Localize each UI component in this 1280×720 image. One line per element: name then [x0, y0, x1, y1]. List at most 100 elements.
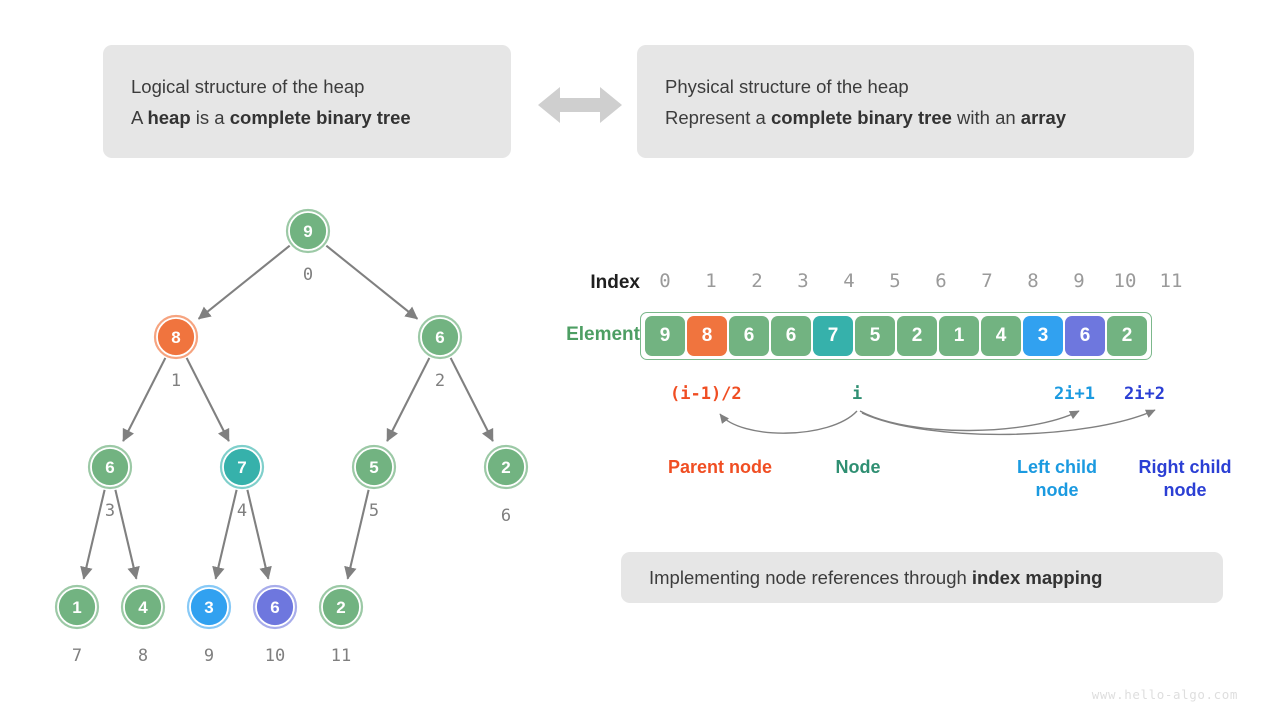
- tree-node-ring-2: [417, 314, 463, 360]
- parent-index-formula: (i-1)/2: [670, 384, 742, 404]
- array-cell-3: 6: [771, 316, 811, 356]
- array-cell-2: 6: [729, 316, 769, 356]
- array-index-2: 2: [751, 270, 763, 292]
- tree-edge: [344, 489, 370, 580]
- tree-node-ring-9: [186, 584, 232, 630]
- left-child-index-formula: 2i+1: [1054, 384, 1095, 404]
- array-index-4: 4: [843, 270, 855, 292]
- array-cell-9: 3: [1023, 316, 1063, 356]
- index-mapping-annotations: (i-1)/2 i 2i+1 2i+2 Parent node Node Lef…: [530, 378, 1250, 558]
- tree-node-index-3: 3: [105, 501, 115, 521]
- logical-callout-line-1: Logical structure of the heap: [131, 75, 365, 97]
- element-row-label: Element: [566, 324, 640, 345]
- tree-node-ring-5: [351, 444, 397, 490]
- tree-node-ring-0: [285, 208, 331, 254]
- bottom-callout-text: Implementing node references through ind…: [649, 552, 1195, 603]
- tree-node-ring-7: [54, 584, 100, 630]
- logical-line2-pre: A: [131, 106, 148, 128]
- array-index-0: 0: [659, 270, 671, 292]
- tree-edge: [449, 357, 494, 442]
- array-index-5: 5: [889, 270, 901, 292]
- array-cell-8: 4: [981, 316, 1021, 356]
- bottom-callout-bold: index mapping: [971, 567, 1103, 588]
- tree-node-1: [157, 318, 195, 356]
- array-index-1: 1: [705, 270, 717, 292]
- physical-structure-callout: Physical structure of the heap Represent…: [637, 45, 1194, 158]
- tree-node-ring-4: [219, 444, 265, 490]
- tree-node-index-5: 5: [369, 501, 379, 521]
- tree-edge: [212, 489, 238, 580]
- node-role-label: Node: [835, 457, 881, 477]
- tree-node-value-8: 4: [138, 598, 148, 617]
- tree-edge: [325, 244, 419, 320]
- tree-node-value-0: 9: [303, 222, 312, 241]
- tree-node-index-8: 8: [138, 646, 148, 666]
- tree-node-value-5: 5: [369, 458, 378, 477]
- tree-edge: [80, 489, 106, 580]
- tree-edges: [80, 244, 494, 580]
- tree-node-value-1: 8: [171, 328, 180, 347]
- tree-node-8: [124, 588, 162, 626]
- array-cell-6: 2: [897, 316, 937, 356]
- logical-callout-line-2: A heap is a complete binary tree: [131, 102, 483, 133]
- parent-node-role-label: Parent node: [667, 457, 773, 477]
- site-watermark: www.hello-algo.com: [1091, 687, 1238, 702]
- array-index-3: 3: [797, 270, 809, 292]
- array-index-7: 7: [981, 270, 993, 292]
- tree-node-11: [322, 588, 360, 626]
- tree-node-ring-3: [87, 444, 133, 490]
- physical-line2-pre: Represent a: [665, 106, 771, 128]
- tree-node-index-2: 2: [435, 371, 445, 391]
- logical-line2-bold-tree: complete binary tree: [229, 106, 411, 128]
- tree-node-value-2: 6: [435, 328, 444, 347]
- tree-node-2: [421, 318, 459, 356]
- tree-node-value-3: 6: [105, 458, 114, 477]
- tree-node-ring-11: [318, 584, 364, 630]
- tree-node-value-10: 6: [270, 598, 279, 617]
- array-cell-4: 7: [813, 316, 853, 356]
- tree-node-7: [58, 588, 96, 626]
- array-index-11: 11: [1159, 270, 1183, 292]
- array-cell-5: 5: [855, 316, 895, 356]
- tree-edge: [197, 244, 291, 320]
- tree-node-0: [289, 212, 327, 250]
- tree-node-ring-1: [153, 314, 199, 360]
- tree-node-5: [355, 448, 393, 486]
- physical-line2-bold-tree: complete binary tree: [770, 106, 952, 128]
- tree-node-ring-10: [252, 584, 298, 630]
- array-cell-7: 1: [939, 316, 979, 356]
- tree-node-index-9: 9: [204, 646, 214, 666]
- array-index-10: 10: [1113, 270, 1137, 292]
- tree-node-index-11: 11: [331, 646, 351, 666]
- right-child-role-label: Right child node: [1138, 457, 1232, 500]
- tree-edge: [122, 357, 167, 442]
- tree-node-9: [190, 588, 228, 626]
- index-mapping-callout: Implementing node references through ind…: [621, 552, 1223, 603]
- tree-node-value-6: 2: [501, 458, 510, 477]
- tree-node-index-0: 0: [303, 265, 313, 285]
- array-cell-10: 6: [1065, 316, 1105, 356]
- tree-edge: [114, 489, 140, 580]
- tree-node-index-7: 7: [72, 646, 82, 666]
- tree-edge: [185, 357, 230, 442]
- tree-node-10: [256, 588, 294, 626]
- array-index-6: 6: [935, 270, 947, 292]
- tree-edge: [246, 489, 272, 580]
- right-child-index-formula: 2i+2: [1124, 384, 1165, 404]
- physical-callout-line-2: Represent a complete binary tree with an…: [665, 102, 1166, 133]
- bidirectional-arrow-icon: [538, 87, 622, 123]
- node-index-formula: i: [852, 384, 863, 404]
- tree-node-3: [91, 448, 129, 486]
- tree-node-index-10: 10: [265, 646, 285, 666]
- tree-node-value-11: 2: [336, 598, 345, 617]
- array-index-9: 9: [1073, 270, 1085, 292]
- mapping-curved-arrows: [719, 409, 1156, 436]
- tree-node-ring-8: [120, 584, 166, 630]
- tree-node-value-9: 3: [204, 598, 213, 617]
